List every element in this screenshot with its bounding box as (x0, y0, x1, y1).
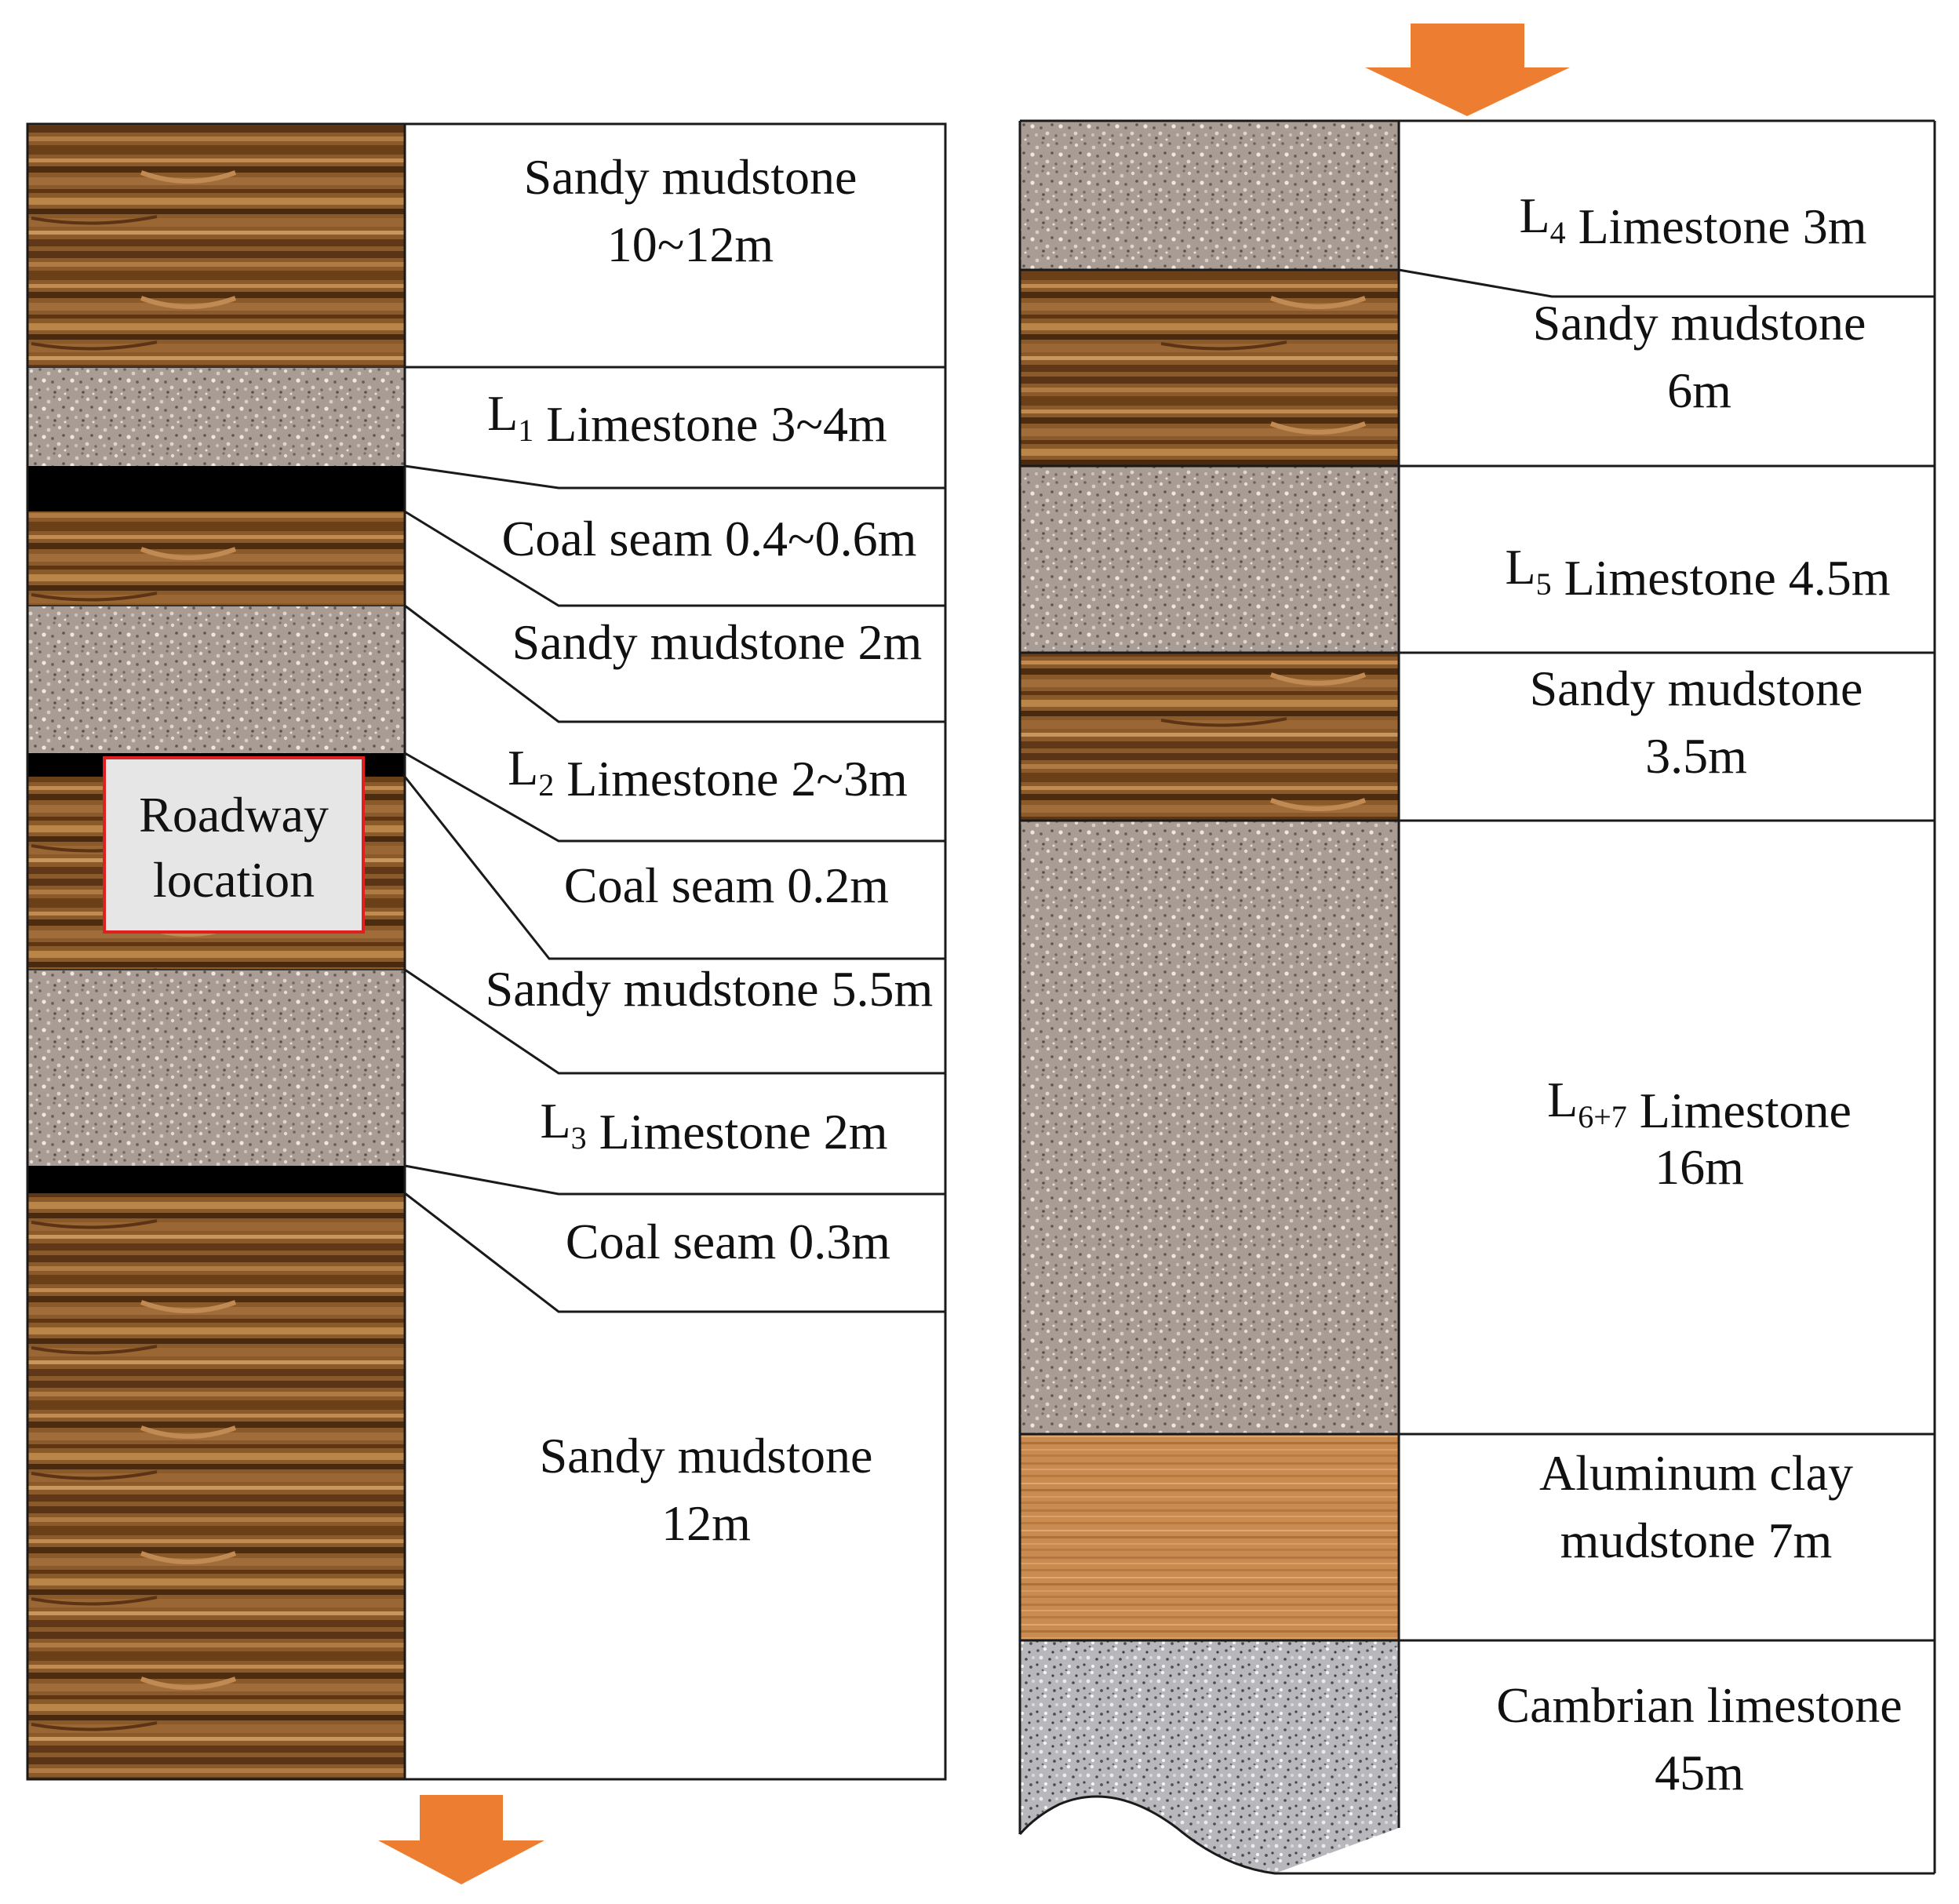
label-cambrian-limestone: Cambrian limestone 45m (1496, 1677, 1902, 1800)
label-sandy-mudstone-10-12m: Sandy mudstone 10~12m (524, 149, 858, 272)
label-text-segment: L (540, 1093, 570, 1149)
label-l1-limestone: L1 Limestone 3~4m (487, 385, 887, 452)
label-coal-seam-0.2m: Coal seam 0.2m (564, 857, 889, 913)
label-text-segment: 6m (1667, 362, 1731, 418)
label-text-segment: mudstone 7m (1560, 1513, 1833, 1568)
roadway-label-line1: Roadway (139, 787, 329, 843)
roadway-label-line2: location (153, 852, 315, 908)
label-text-segment: Sandy mudstone (1533, 295, 1866, 351)
layer-sandy-mudstone-2m (27, 511, 405, 606)
continue-down-arrow-icon (378, 1795, 544, 1884)
label-text-segment: Coal seam 0.2m (564, 857, 889, 913)
label-text-segment: Coal seam 0.4~0.6m (502, 511, 917, 566)
label-text-segment: Limestone 4.5m (1552, 550, 1891, 606)
continue-from-arrow-icon (1365, 24, 1570, 116)
layer-coal-seam-0.4-0.6m (27, 466, 405, 511)
label-text-segment: Aluminum clay (1539, 1445, 1853, 1501)
layer-sandy-mudstone-12m (27, 1193, 405, 1779)
right-lithology-strip (1020, 121, 1399, 1873)
layer-l2-limestone (27, 606, 405, 753)
label-sandy-mudstone-5.5m: Sandy mudstone 5.5m (486, 961, 934, 1017)
label-coal-seam-0.3m: Coal seam 0.3m (566, 1214, 890, 1269)
layer-sandy-mudstone-3.5m (1020, 653, 1399, 821)
label-text-segment: L (1547, 1072, 1578, 1127)
label-text-segment: Sandy mudstone (524, 149, 858, 205)
label-text-segment: 10~12m (607, 217, 774, 272)
layer-l4-limestone (1020, 121, 1399, 270)
left-label-dividers (403, 366, 945, 1313)
layer-sandy-mudstone-10-12m (27, 124, 405, 367)
label-text-segment: Sandy mudstone (1530, 661, 1863, 716)
label-sandy-mudstone-3.5m: Sandy mudstone 3.5m (1530, 661, 1863, 784)
layer-cambrian-limestone (1020, 1640, 1399, 1873)
label-text-segment: Coal seam 0.3m (566, 1214, 890, 1269)
label-text-segment: Limestone (1627, 1083, 1852, 1138)
label-l3-limestone: L3 Limestone 2m (540, 1093, 887, 1160)
layer-l5-limestone (1020, 466, 1399, 653)
left-lithology-strip (27, 124, 405, 1779)
left-column-frame (26, 122, 947, 1781)
label-text-segment: Limestone 3~4m (533, 396, 887, 452)
label-text-segment: 4 (1550, 215, 1566, 250)
layer-aluminum-clay-mudstone (1020, 1434, 1399, 1640)
right-column-frame (1018, 119, 1936, 1875)
label-l5-limestone: L5 Limestone 4.5m (1505, 539, 1890, 606)
label-text-segment: Limestone 2~3m (554, 751, 908, 806)
label-sandy-mudstone-6m: Sandy mudstone 6m (1533, 295, 1866, 418)
layer-sandy-mudstone-6m (1020, 270, 1399, 466)
label-sandy-mudstone-2m: Sandy mudstone 2m (512, 614, 923, 670)
label-text-segment: L (1505, 539, 1535, 595)
label-text-segment: 3.5m (1645, 728, 1747, 784)
label-text-segment: Limestone 2m (587, 1104, 888, 1160)
right-label-dividers (1020, 268, 1935, 1642)
layer-l3-limestone (27, 970, 405, 1166)
label-text-segment: L (508, 740, 538, 795)
label-text-segment: 3 (571, 1120, 587, 1156)
label-text-segment: Sandy mudstone (540, 1428, 873, 1484)
label-text-segment: L (1519, 187, 1549, 243)
label-text-segment: 5 (1536, 566, 1552, 602)
layer-l6-7-limestone (1020, 821, 1399, 1434)
label-text-segment: Sandy mudstone 5.5m (486, 961, 934, 1017)
label-text-segment: 45m (1655, 1745, 1744, 1800)
label-text-segment: 6+7 (1578, 1099, 1627, 1134)
layer-l1-limestone (27, 367, 405, 466)
label-text-segment: 16m (1655, 1139, 1744, 1195)
label-aluminum-clay-mudstone: Aluminum clay mudstone 7m (1539, 1445, 1853, 1568)
layer-coal-seam-0.3m (27, 1166, 405, 1193)
roadway-location-box: Roadway location (103, 756, 365, 934)
label-text-segment: 12m (661, 1495, 751, 1551)
label-text-segment: 1 (518, 413, 533, 448)
label-text-segment: Sandy mudstone 2m (512, 614, 923, 670)
label-text-segment: 2 (538, 767, 554, 803)
label-coal-seam-0.4-0.6m: Coal seam 0.4~0.6m (502, 511, 917, 566)
label-text-segment: Limestone 3m (1566, 198, 1867, 254)
label-l2-limestone: L2 Limestone 2~3m (508, 740, 908, 806)
label-text-segment: L (487, 385, 518, 441)
label-l4-limestone: L4 Limestone 3m (1519, 187, 1866, 254)
label-text-segment: Cambrian limestone (1496, 1677, 1902, 1733)
label-sandy-mudstone-12m: Sandy mudstone 12m (540, 1428, 873, 1551)
